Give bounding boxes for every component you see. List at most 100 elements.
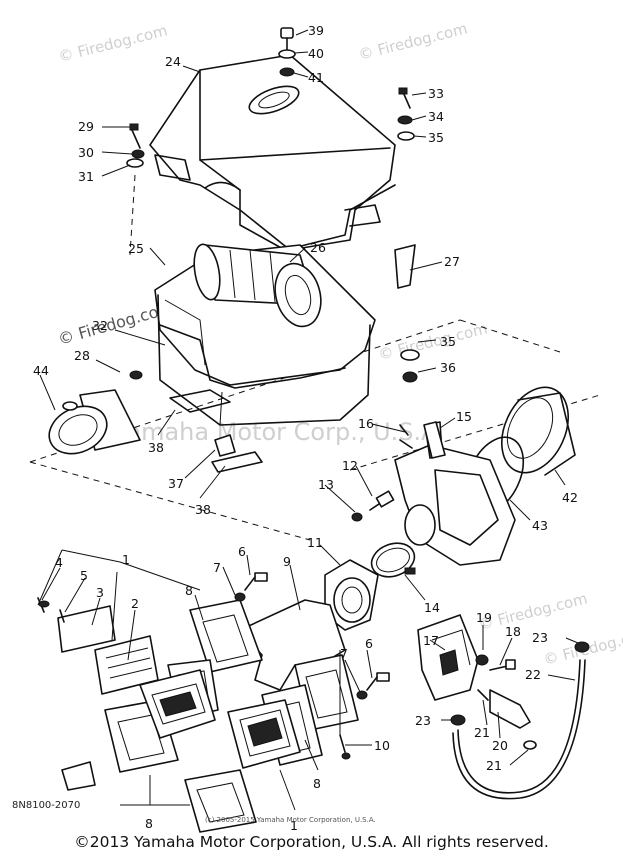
clip-21-lower [523,740,537,750]
callout-20: 20 [492,738,508,753]
clip-23-upper [574,641,590,653]
clamp-14 [370,542,416,578]
screw-6-lower [366,672,390,691]
reed-stopper-3 [57,605,116,653]
watermark-firedog-1: © Firedog.com [57,21,170,65]
small-copyright: (c) 2005-2015 Yamaha Motor Corporation, … [205,816,376,824]
callout-39: 39 [308,23,324,38]
callout-22: 22 [525,667,541,682]
fitting-15 [423,421,446,459]
callout-7a: 7 [213,560,221,575]
callout-24: 24 [165,54,181,69]
carb-joint-42 [501,386,576,476]
callout-28: 28 [74,348,90,363]
callout-6b: 6 [365,636,373,651]
clip-23-lower [450,714,466,726]
leader-lines [39,29,579,811]
callout-35a: 35 [428,130,444,145]
callout-8a: 8 [185,583,193,598]
callout-44: 44 [33,363,49,378]
callout-40: 40 [308,46,324,61]
screw-6-upper [244,572,268,591]
stud-10 [339,734,346,753]
callout-21b: 21 [486,758,502,773]
perspective-dash-lines [29,174,601,541]
part-corner-tag [61,761,96,791]
part-37 [214,434,236,457]
callout-23b: 23 [415,713,431,728]
callout-4: 4 [55,555,63,570]
diagram-code: 8N8100-2070 [12,800,80,811]
callout-25: 25 [128,241,144,256]
callout-12: 12 [342,458,358,473]
callout-33: 33 [428,86,444,101]
callout-30: 30 [78,145,94,160]
callout-35b: 35 [440,334,456,349]
callout-3: 3 [96,585,104,600]
callout-1b: 1 [290,818,298,833]
callout-37: 37 [168,476,184,491]
clip-16 [399,424,409,436]
intake-duct-28-clamp-44 [48,389,141,455]
screw-12 [369,490,395,511]
watermark-firedog-2: © Firedog.com [357,19,470,63]
callout-17: 17 [423,633,439,648]
grommet-19 [475,654,489,666]
air-box-cover [149,54,396,251]
callout-41: 41 [308,70,324,85]
callout-labels: 39 40 41 24 33 34 35 29 30 31 25 26 27 3… [33,23,578,833]
callout-38b: 38 [195,502,211,517]
intake-joint-11 [324,559,379,631]
reed-bracket-lines [37,549,201,606]
callout-26: 26 [310,240,326,255]
callout-13: 13 [318,477,334,492]
washer-7-lower [356,690,368,700]
callout-21a: 21 [474,725,490,740]
hose-20 [489,689,531,729]
washer-13 [351,512,363,522]
copyright-footer: ©2013 Yamaha Motor Corporation, U.S.A. A… [74,833,549,851]
callout-19: 19 [476,610,492,625]
callout-29: 29 [78,119,94,134]
screw-5 [59,609,65,623]
callout-2: 2 [131,596,139,611]
callout-32: 32 [92,318,108,333]
watermark-firedog-5: © Firedog.com [477,589,590,633]
callout-15: 15 [456,409,472,424]
reed-valve-left [139,669,216,739]
callout-38a: 38 [148,440,164,455]
callout-7b: 7 [340,646,348,661]
callout-16: 16 [358,416,374,431]
callout-9: 9 [283,554,291,569]
bolt-stack-33-35 [397,87,415,141]
callout-11: 11 [307,535,323,550]
oil-pump-17 [417,614,479,701]
callout-10: 10 [374,738,390,753]
callout-23a: 23 [532,630,548,645]
watermark-firedog-3: © Firedog.com [377,319,490,363]
callout-6a: 6 [238,544,246,559]
callout-43: 43 [532,518,548,533]
bolt-stack-29-31 [126,123,145,168]
nut-32 [129,370,143,380]
gasket-8-upper [189,599,263,673]
reed-petal-2 [94,635,159,695]
washer-7-upper [234,592,246,602]
callout-8b: 8 [313,776,321,791]
callout-8c: 8 [145,816,153,831]
washer-35 [400,349,420,361]
clip-21-upper [477,689,489,701]
bolt-washer-stack-39-41 [278,27,296,77]
oil-hose-22 [457,659,581,794]
nut-36 [402,371,418,383]
callout-27: 27 [444,254,460,269]
part-27-clip [394,244,416,289]
callout-42: 42 [562,490,578,505]
callout-31: 31 [78,169,94,184]
callout-5: 5 [80,568,88,583]
gasket-8-bottom [184,769,257,833]
reed-valve-right [227,699,301,769]
callout-1a: 1 [122,552,130,567]
callout-18: 18 [505,624,521,639]
